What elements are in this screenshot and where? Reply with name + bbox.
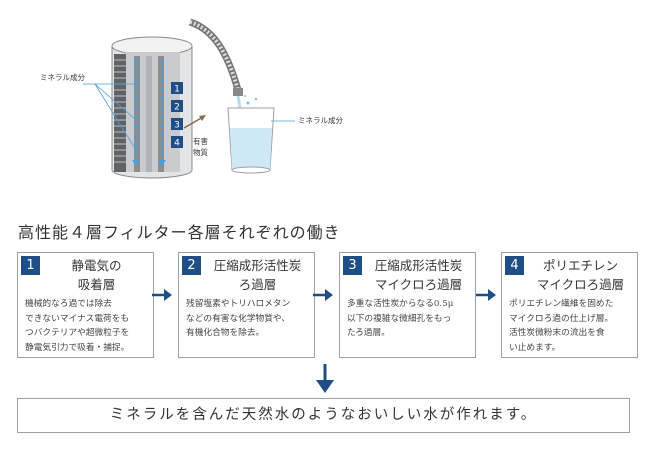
layer-badge-1 bbox=[171, 82, 183, 94]
layer-description-line: たろ過層。 bbox=[347, 328, 390, 338]
layer-number-badge: 1 bbox=[21, 256, 40, 275]
layer-description-line: ポリエチレン繊維を固めた bbox=[509, 299, 614, 309]
right-arrow-icon bbox=[313, 289, 333, 301]
harmful-arrow-icon bbox=[183, 115, 206, 129]
layer-heading: ポリエチレン マイクロろ過層 bbox=[528, 256, 633, 294]
layer-badge-2 bbox=[171, 100, 183, 112]
layer-description-line: つバクテリアや超微粒子を bbox=[25, 328, 130, 338]
filter-illustration: ミネラル成分 1 2 3 4 bbox=[40, 18, 343, 179]
layer-card-1: 1 静電気の 吸着層 機械的なろ過では除去 できないマイナス電荷をも つバクテリ… bbox=[17, 252, 154, 358]
mineral-leader-left bbox=[83, 83, 137, 151]
layer-heading-line2: マイクロろ過層 bbox=[536, 277, 625, 292]
layer-description-line: できないマイナス電荷をも bbox=[25, 313, 130, 324]
layer-description: 多重な活性炭からなる0.5μ 以下の複雑な微細孔をもっ たろ過層。 bbox=[347, 297, 470, 341]
layer-heading-line2: マイクロろ過層 bbox=[374, 277, 463, 292]
right-arrow-icon bbox=[476, 289, 496, 301]
layer-description-line: 以下の複雑な微細孔をもっ bbox=[347, 313, 452, 324]
layer-description-line: 残留塩素やトリハロメタン bbox=[186, 299, 291, 309]
layer-card-4: 4 ポリエチレン マイクロろ過層 ポリエチレン繊維を固めた マイクロろ過の仕上げ… bbox=[501, 252, 638, 358]
layer-heading: 静電気の 吸着層 bbox=[44, 256, 149, 294]
layer-heading: 圧縮成形活性炭 マイクロろ過層 bbox=[366, 256, 471, 294]
layer-badge-1-text: 1 bbox=[174, 85, 180, 95]
layer-number-badge: 3 bbox=[343, 256, 362, 275]
layer-badge-4-text: 4 bbox=[174, 139, 180, 149]
harmful-label-line2: 物質 bbox=[193, 147, 208, 157]
down-arrow-icon bbox=[316, 364, 334, 393]
layer-heading-line1: 圧縮成形活性炭 bbox=[374, 258, 463, 273]
layer-badge-3 bbox=[171, 118, 183, 130]
layer-heading-line1: 圧縮成形活性炭 bbox=[213, 258, 302, 273]
section-title: 高性能４層フィルター各層それぞれの働き bbox=[18, 223, 341, 242]
layer-number-badge: 2 bbox=[182, 256, 201, 275]
layer-description: 残留塩素やトリハロメタン などの有害な化学物質や、 有機化合物を除去。 bbox=[186, 297, 309, 341]
layer-description: 機械的なろ過では除去 できないマイナス電荷をも つバクテリアや超微粒子を 静電気… bbox=[25, 297, 148, 355]
layer-card-2: 2 圧縮成形活性炭 ろ過層 残留塩素やトリハロメタン などの有害な化学物質や、 … bbox=[178, 252, 315, 358]
layer-description-line: 静電気引力で吸着・捕捉。 bbox=[25, 342, 130, 353]
right-arrow-icon bbox=[152, 289, 172, 301]
layer-description-line: などの有害な化学物質や、 bbox=[186, 313, 290, 324]
layer-badge-2-text: 2 bbox=[174, 103, 180, 113]
layer-badge-3-text: 3 bbox=[174, 121, 180, 131]
layer-description-line: い止めます。 bbox=[509, 342, 561, 353]
mineral-label-right: ミネラル成分 bbox=[298, 115, 343, 125]
layer-description-line: 有機化合物を除去。 bbox=[186, 328, 265, 338]
mineral-label-left: ミネラル成分 bbox=[40, 72, 85, 82]
layer-heading-line2: 吸着層 bbox=[77, 277, 116, 292]
layer-description-line: 機械的なろ過では除去 bbox=[25, 299, 112, 309]
layer-heading-line2: ろ過層 bbox=[238, 277, 277, 292]
layer-heading: 圧縮成形活性炭 ろ過層 bbox=[205, 256, 310, 294]
harmful-label-line1: 有害 bbox=[193, 136, 208, 146]
layer-description-line: マイクロろ過の仕上げ層。 bbox=[509, 313, 614, 324]
layer-description-line: 活性炭微粉末の流出を食 bbox=[509, 328, 605, 338]
layer-badge-4 bbox=[171, 136, 183, 148]
layer-number-badge: 4 bbox=[505, 256, 524, 275]
layer-description-line: 多重な活性炭からなる0.5μ bbox=[347, 299, 454, 309]
layer-description: ポリエチレン繊維を固めた マイクロろ過の仕上げ層。 活性炭微粉末の流出を食 い止… bbox=[509, 297, 632, 355]
layer-heading-line1: ポリエチレン bbox=[542, 258, 618, 273]
result-statement: ミネラルを含んだ天然水のようなおいしい水が作れます。 bbox=[17, 398, 630, 433]
layer-heading-line1: 静電気の bbox=[71, 258, 122, 273]
layer-card-3: 3 圧縮成形活性炭 マイクロろ過層 多重な活性炭からなる0.5μ 以下の複雑な微… bbox=[339, 252, 476, 358]
layer-badges: 1 2 3 4 bbox=[171, 82, 183, 149]
faucet-hose-icon bbox=[188, 18, 243, 109]
water-glass-icon bbox=[227, 95, 275, 174]
